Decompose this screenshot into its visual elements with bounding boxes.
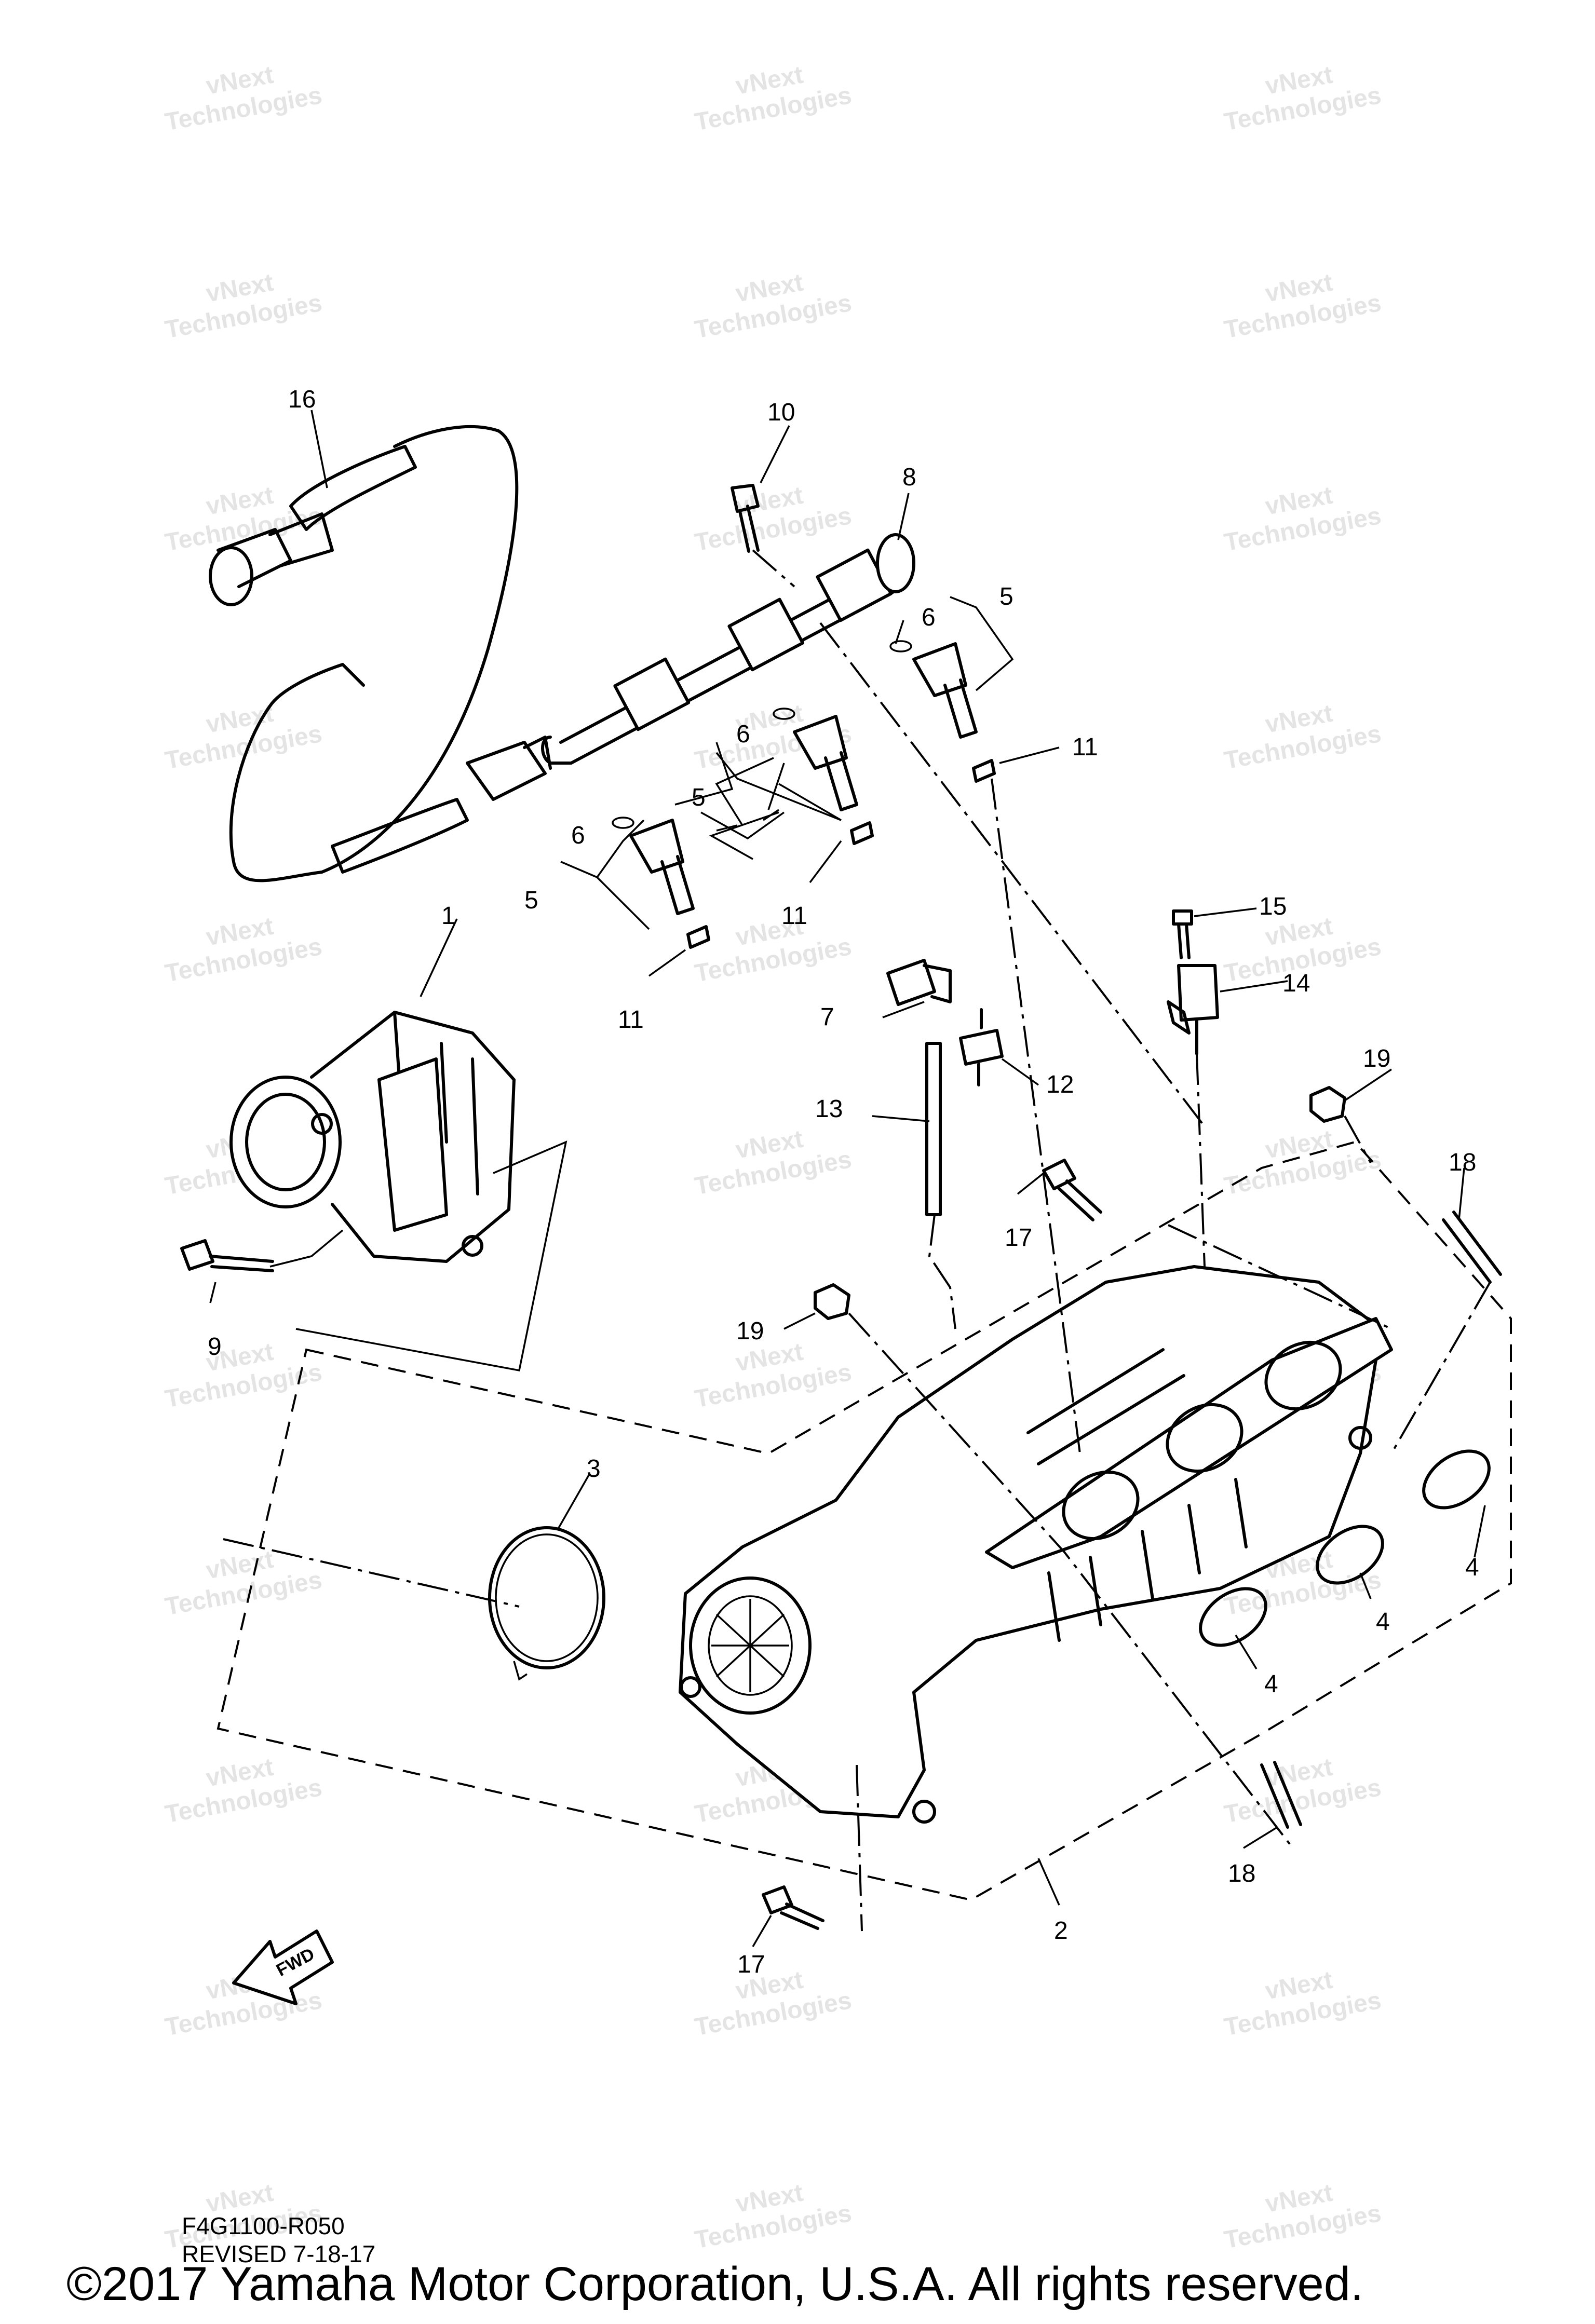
watermark-text: vNextTechnologies (158, 692, 324, 774)
copyright-notice: ©2017 Yamaha Motor Corporation, U.S.A. A… (66, 2258, 1364, 2311)
watermark-text: vNextTechnologies (158, 1538, 324, 1621)
nut-19a (1309, 1086, 1346, 1123)
callout-4a: 4 (1465, 1554, 1479, 1581)
watermark-text: vNextTechnologies (687, 1330, 854, 1413)
callout-3: 3 (587, 1455, 601, 1483)
callout-9: 9 (208, 1333, 222, 1361)
watermark-text: vNextTechnologies (687, 261, 854, 344)
callout-6c: 6 (571, 822, 585, 849)
gasket-4a (1422, 1449, 1491, 1510)
callout-7: 7 (820, 1003, 834, 1031)
callout-11a: 11 (1072, 733, 1098, 761)
nut-19b (814, 1283, 850, 1320)
pipe-13 (925, 1042, 942, 1216)
callout-8: 8 (902, 464, 916, 491)
watermark-text: vNextTechnologies (687, 905, 854, 987)
callout-1: 1 (441, 902, 455, 930)
callout-18a: 18 (1449, 1149, 1476, 1176)
leader-lines (209, 410, 1486, 1947)
watermark-text: vNextTechnologies (1217, 261, 1383, 344)
watermark-text: vNextTechnologies (158, 1746, 324, 1828)
callout-11c: 11 (618, 1006, 644, 1034)
gasket-3 (488, 1526, 605, 1681)
watermark-text: vNextTechnologies (158, 474, 324, 556)
callout-4b: 4 (1376, 1608, 1390, 1636)
callout-14: 14 (1282, 970, 1310, 997)
throttle-body-1 (229, 1011, 516, 1263)
callout-5a: 5 (999, 583, 1013, 610)
callout-6b: 6 (736, 721, 750, 748)
callout-5b: 5 (692, 784, 706, 811)
watermark-text: vNextTechnologies (158, 261, 324, 344)
callout-10: 10 (767, 399, 795, 426)
callout-18b: 18 (1228, 1860, 1255, 1887)
watermark-text: vNextTechnologies (687, 2171, 854, 2254)
callout-11b: 11 (781, 902, 807, 930)
fitting-12 (959, 1008, 1004, 1086)
callout-5c: 5 (524, 887, 538, 914)
callout-labels: 16 10 8 5 6 11 6 5 6 5 11 1 11 15 14 7 1… (208, 386, 1479, 1978)
bolt-17a (1042, 1159, 1102, 1221)
callout-2: 2 (1054, 1917, 1068, 1945)
callout-13: 13 (815, 1095, 843, 1123)
callout-19b: 19 (736, 1317, 764, 1345)
callout-19a: 19 (1363, 1045, 1390, 1072)
injector-5b (773, 708, 874, 845)
callout-15: 15 (1259, 893, 1287, 920)
revision-date: REVISED 7-18-17 (182, 2240, 376, 2267)
stud-18b (1260, 1761, 1302, 1829)
watermark-text: vNextTechnologies (1217, 1118, 1383, 1200)
drawing-code: F4G1100-R050 (182, 2212, 345, 2239)
sensor-14 (1167, 964, 1219, 1055)
watermark-text: vNextTechnologies (158, 905, 324, 987)
watermark-text: vNextTechnologies (1217, 2171, 1383, 2254)
callout-6a: 6 (922, 604, 936, 631)
callout-17a: 17 (1005, 1224, 1032, 1252)
gasket-4c (1199, 1587, 1267, 1647)
watermark-text: vNextTechnologies (1217, 1746, 1383, 1828)
callout-16: 16 (288, 386, 316, 413)
watermark-text: vNextTechnologies (687, 53, 854, 136)
callout-12: 12 (1046, 1071, 1074, 1098)
watermark-text: vNextTechnologies (687, 474, 854, 556)
fuel-rail-8 (541, 533, 915, 765)
screw-15 (1172, 909, 1193, 959)
gasket-4b (1316, 1525, 1384, 1585)
bolt-9 (180, 1239, 274, 1272)
bolt-17b (762, 1885, 824, 1930)
stud-18a (1442, 1211, 1502, 1284)
watermark-text: vNextTechnologies (687, 1959, 854, 2041)
watermark-text: vNextTechnologies (1217, 53, 1383, 136)
callout-4c: 4 (1264, 1670, 1278, 1698)
watermark-text: vNextTechnologies (1217, 1959, 1383, 2041)
watermark-text: vNextTechnologies (687, 1118, 854, 1200)
fuel-hose-16 (209, 425, 552, 882)
intake-manifold-2 (679, 1265, 1393, 1824)
sensor-7 (886, 959, 952, 1006)
watermark-text: vNextTechnologies (1217, 474, 1383, 556)
assembly-outline (217, 549, 1512, 1932)
watermark-text: vNextTechnologies (1217, 692, 1383, 774)
watermark-text: vNextTechnologies (158, 1330, 324, 1413)
fwd-arrow-icon: FWD (232, 1929, 334, 2005)
injector-5a (889, 640, 996, 783)
watermark-text: vNextTechnologies (158, 53, 324, 136)
injector-5c (612, 817, 710, 949)
callout-17b: 17 (737, 1951, 765, 1978)
bolt-10 (731, 484, 760, 553)
